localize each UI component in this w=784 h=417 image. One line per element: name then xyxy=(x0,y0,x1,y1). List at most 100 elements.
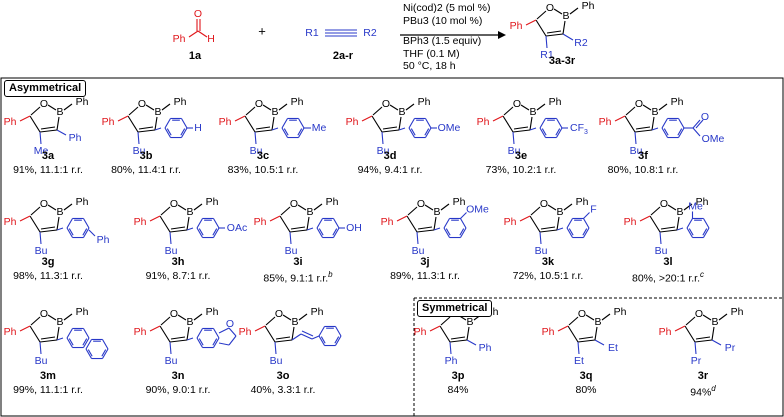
ring-bond xyxy=(520,104,530,111)
substituent-label: Ph xyxy=(445,355,458,367)
aryl-bond xyxy=(88,229,96,237)
phenyl-label: Ph xyxy=(696,196,709,208)
ring-bond xyxy=(254,129,273,133)
naphthyl-ring xyxy=(85,339,92,350)
ring-bond xyxy=(651,116,655,131)
aryl-ring xyxy=(198,228,204,236)
aryl-bond xyxy=(186,227,194,231)
compound-label-3e: 3e xyxy=(514,150,528,162)
aryl-ring xyxy=(298,118,305,129)
aryl-ring xyxy=(83,218,90,229)
aryl-ring xyxy=(677,128,683,136)
ring-bond xyxy=(529,116,533,131)
phenyl-label: Ph xyxy=(311,306,324,318)
substituent-label: Et xyxy=(608,342,618,354)
condition-1: PBu3 (10 mol %) xyxy=(403,14,483,27)
substituent-bond xyxy=(539,231,542,245)
substituent-label: F xyxy=(590,203,596,215)
ring-bond xyxy=(39,229,58,233)
ring-bond xyxy=(562,20,566,35)
condition-0: Ni(cod)2 (5 mol %) xyxy=(403,2,491,14)
substituent-label: Bu xyxy=(133,145,146,157)
yield-3a: 91%, 11.1:1 r.r. xyxy=(13,164,83,176)
ring-bond xyxy=(56,326,60,341)
ring-bond xyxy=(635,126,651,130)
compound-label-3b: 3b xyxy=(139,150,153,162)
boron-atom: B xyxy=(291,316,298,328)
substituent-bond xyxy=(269,215,281,222)
ester-bond xyxy=(692,127,701,137)
substituent-bond xyxy=(658,103,668,111)
substituent-bond xyxy=(39,341,42,355)
substituent-bond xyxy=(711,339,722,346)
ring-bond xyxy=(702,314,712,321)
substituent-bond xyxy=(449,341,452,355)
substituent-bond xyxy=(466,339,477,346)
substituent-label: Bu xyxy=(377,145,390,157)
yield-3h: 91%, 8.7:1 r.r. xyxy=(145,270,211,282)
aryl-bond xyxy=(433,227,441,231)
substituent-bond xyxy=(405,103,415,111)
substituent-bond xyxy=(19,115,31,122)
substituent-bond xyxy=(149,325,161,332)
aryl-bond xyxy=(56,227,64,231)
ring-bond xyxy=(56,216,60,231)
aryl-ring xyxy=(281,127,288,138)
phenyl-ring xyxy=(320,336,326,344)
ring-bond xyxy=(545,33,564,37)
substituent-bond xyxy=(601,313,611,321)
substituent-bond xyxy=(254,131,257,145)
aryl-ring xyxy=(213,227,220,238)
phenyl-label: Ph xyxy=(326,196,339,208)
phenyl-label: Ph xyxy=(510,20,523,32)
oxygen-atom: O xyxy=(275,308,283,320)
ring-bond xyxy=(546,30,562,34)
oxygen-atom: O xyxy=(635,98,643,110)
ring-bond xyxy=(567,325,579,343)
substituent-label: Bu xyxy=(285,245,298,257)
substituent-label: Bu xyxy=(165,245,178,257)
ring-bond xyxy=(56,116,60,131)
oxygen-atom: O xyxy=(540,198,548,210)
phenyl-ring xyxy=(318,326,325,337)
benzofuran-ring xyxy=(198,338,204,346)
substituent-label: Bu xyxy=(508,145,521,157)
aryl-ring xyxy=(703,218,710,229)
yield-3q: 80% xyxy=(575,384,597,396)
aryl-ring xyxy=(443,227,450,238)
substituent-bond xyxy=(694,341,697,355)
phenyl-label: Ph xyxy=(576,196,589,208)
ring-bond xyxy=(186,216,190,231)
ring-bond xyxy=(280,206,291,216)
ring-bond xyxy=(30,316,41,326)
aryl-ring xyxy=(686,218,693,229)
aryl-bond xyxy=(529,127,537,131)
phenyl-ring xyxy=(335,335,342,346)
phenyl-label: Ph xyxy=(549,96,562,108)
aryl-ring xyxy=(316,218,323,229)
compound-label-3g: 3g xyxy=(41,256,55,268)
phenyl-label: Ph xyxy=(659,326,672,338)
vinyl-bond xyxy=(300,333,313,340)
phenyl-label: Ph xyxy=(671,96,684,108)
phenyl-ring xyxy=(335,326,342,337)
yield-3g: 98%, 11.3:1 r.r. xyxy=(13,270,83,282)
aryl-ring xyxy=(566,227,573,238)
phenyl-label: Ph xyxy=(239,326,252,338)
ring-bond xyxy=(417,226,433,230)
ring-bond xyxy=(264,325,276,343)
aryl-ring xyxy=(445,228,451,236)
ring-bond xyxy=(539,229,558,233)
ring-bond xyxy=(685,316,696,326)
phenyl-label: Ph xyxy=(414,326,427,338)
compound-label-3i: 3i xyxy=(293,256,303,268)
ring-bond xyxy=(535,19,547,37)
substituent-bond xyxy=(416,231,419,245)
ring-bond xyxy=(568,316,579,326)
ring-bond xyxy=(407,206,418,216)
vinyl-bond xyxy=(291,333,302,341)
oxygen-atom: O xyxy=(138,98,146,110)
ring-bond xyxy=(177,314,187,321)
ring-bond xyxy=(585,314,595,321)
aryl-ring xyxy=(556,127,563,138)
